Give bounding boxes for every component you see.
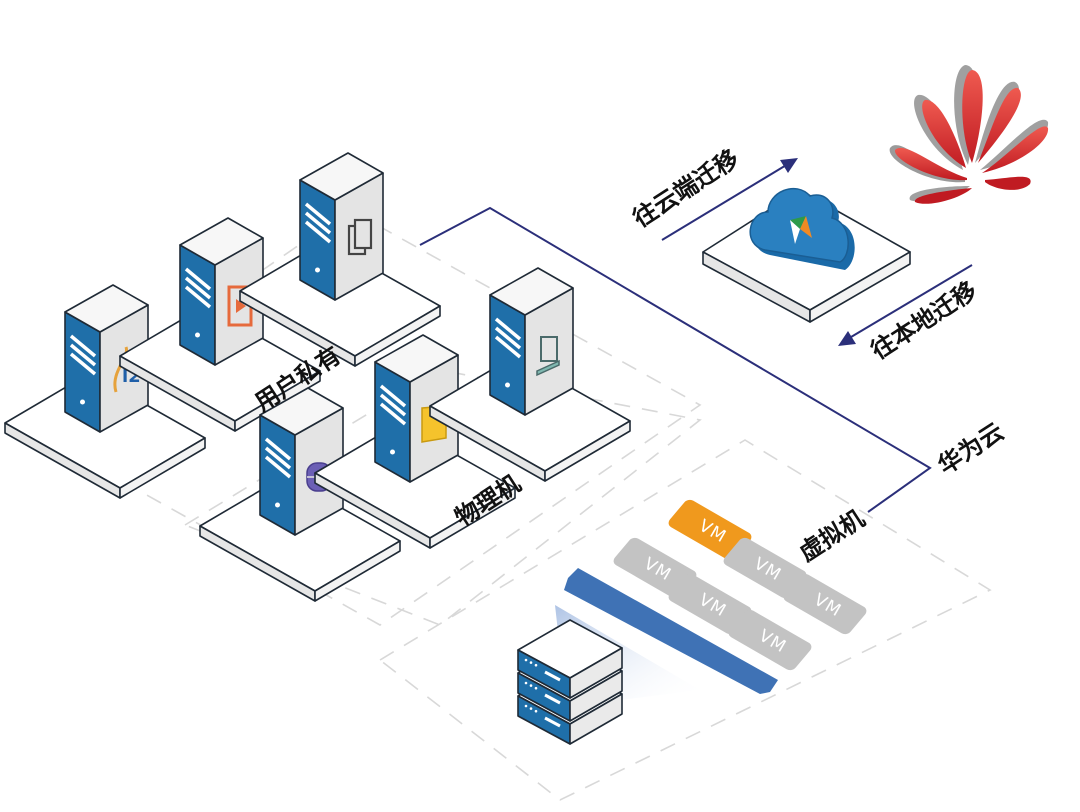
server-physical-laptop — [429, 267, 631, 482]
vent-stripe — [69, 334, 97, 358]
vm-tile[interactable]: VM — [721, 536, 809, 600]
power-led — [195, 332, 200, 338]
vm-tile[interactable]: VM — [666, 572, 754, 636]
laptop-icon — [536, 336, 560, 377]
vent-stripe — [379, 384, 407, 408]
vent-stripe — [184, 285, 212, 309]
vm-tile[interactable]: VM — [781, 572, 869, 636]
rack-unit — [517, 619, 623, 699]
vent-stripe — [184, 276, 212, 300]
physical-region-outline — [183, 369, 702, 626]
huawei-cloud-bracket — [419, 206, 932, 513]
vent-stripe — [379, 402, 407, 426]
power-led — [315, 267, 320, 273]
label-to-cloud: 往云端迁移 — [628, 144, 744, 233]
vent-stripe — [494, 335, 522, 359]
vm-tile[interactable]: VM — [611, 536, 699, 600]
virtual-region-outline — [378, 439, 992, 801]
to-cloud-arrow — [661, 158, 798, 241]
power-led — [390, 449, 395, 455]
vent-stripe — [304, 202, 332, 226]
label-huawei-cloud: 华为云 — [933, 417, 1009, 480]
vent-stripe — [494, 317, 522, 341]
vm-tile[interactable]: VM — [726, 608, 814, 672]
power-led — [505, 382, 510, 388]
vent-stripe — [69, 352, 97, 376]
documents-icon — [347, 218, 373, 256]
vent-stripe — [304, 211, 332, 235]
vm-tile-active[interactable]: VM — [666, 498, 754, 562]
cloud-icon — [749, 187, 855, 270]
hypervisor-bar — [564, 568, 778, 694]
vent-stripe — [264, 446, 292, 470]
vent-stripe — [184, 267, 212, 291]
pinwheel-logo-icon — [790, 216, 812, 244]
server-private-documents — [239, 152, 441, 367]
rack-server-stack — [517, 619, 623, 745]
label-virtual: 虚拟机 — [794, 504, 870, 567]
power-led — [275, 502, 280, 508]
to-local-arrow — [838, 264, 973, 346]
vent-stripe — [69, 343, 97, 367]
server-physical-database — [199, 387, 401, 602]
vent-stripe — [304, 220, 332, 244]
vent-stripe — [264, 455, 292, 479]
power-led — [80, 399, 85, 405]
vent-stripe — [494, 326, 522, 350]
huawei-logo-icon — [889, 65, 1049, 204]
hypervisor-beam — [555, 605, 700, 700]
label-to-local: 往本地迁移 — [866, 276, 982, 365]
server-private-video — [119, 217, 321, 432]
vent-stripe — [379, 393, 407, 417]
vent-stripe — [264, 437, 292, 461]
